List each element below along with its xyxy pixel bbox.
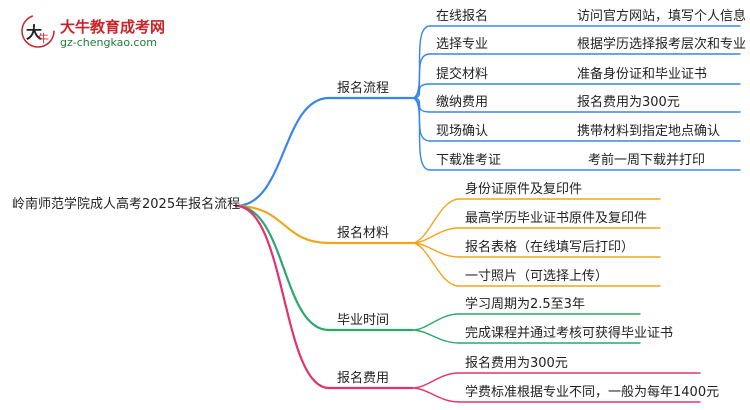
leaf-connector-1-3 bbox=[411, 242, 460, 287]
leaf-note-0-5: 考前一周下载并打印 bbox=[588, 153, 706, 168]
leaf-label-0-4: 现场确认 bbox=[436, 124, 489, 139]
leaf-label-3-0: 报名费用为300元 bbox=[465, 356, 568, 371]
branch-connector-3 bbox=[234, 204, 331, 390]
leaf-connector-0-1 bbox=[411, 53, 431, 99]
leaf-label-2-0: 学习周期为2.5至3年 bbox=[465, 297, 585, 312]
branch-label-3: 报名费用 bbox=[337, 371, 390, 386]
leaf-label-3-1: 学费标准根据专业不同，一般为每年1400元 bbox=[465, 385, 720, 400]
branch-connector-1 bbox=[234, 204, 331, 245]
leaf-label-1-3: 一寸照片（可选择上传） bbox=[465, 269, 609, 284]
leaf-note-0-4: 携带材料到指定地点确认 bbox=[577, 124, 721, 139]
leaf-connector-2-1 bbox=[411, 329, 460, 344]
leaf-connector-0-4 bbox=[411, 97, 431, 142]
leaf-label-2-1: 完成课程并通过考核可获得毕业证书 bbox=[465, 326, 674, 341]
branch-label-2: 毕业时间 bbox=[337, 313, 390, 328]
leaf-label-1-0: 身份证原件及复印件 bbox=[465, 182, 583, 197]
svg-text:牛: 牛 bbox=[38, 31, 49, 45]
leaf-label-1-2: 报名表格（在线填写后打印） bbox=[465, 240, 635, 255]
site-logo: 大 牛 大牛教育成考网 gz-chengkao.com bbox=[20, 12, 240, 54]
branch-connector-0 bbox=[234, 96, 331, 208]
svg-text:大: 大 bbox=[26, 23, 42, 42]
leaf-connector-0-5 bbox=[411, 97, 431, 171]
root-node: 岭南师范学院成人高考2025年报名流程 bbox=[12, 197, 241, 212]
branch-label-0: 报名流程 bbox=[337, 81, 390, 96]
leaf-connector-2-0 bbox=[411, 313, 460, 331]
leaf-connector-3-1 bbox=[411, 387, 460, 403]
leaf-note-0-2: 准备身份证和毕业证书 bbox=[577, 67, 708, 82]
leaf-connector-1-0 bbox=[411, 198, 460, 244]
leaf-label-0-2: 提交材料 bbox=[436, 67, 489, 82]
leaf-connector-1-1 bbox=[411, 227, 460, 244]
leaf-connector-3-0 bbox=[411, 372, 460, 389]
leaf-connector-0-3 bbox=[411, 97, 431, 113]
leaf-label-0-0: 在线报名 bbox=[436, 9, 489, 24]
branch-label-1: 报名材料 bbox=[337, 226, 390, 241]
leaf-label-0-1: 选择专业 bbox=[436, 37, 489, 52]
leaf-note-0-3: 报名费用为300元 bbox=[577, 95, 680, 110]
leaf-note-0-0: 访问官方网站，填写个人信息 bbox=[577, 9, 747, 24]
logo-url: gz-chengkao.com bbox=[60, 36, 157, 49]
leaf-label-1-1: 最高学历毕业证书原件及复印件 bbox=[465, 211, 648, 226]
leaf-label-0-5: 下载准考证 bbox=[436, 153, 502, 168]
leaf-connector-0-0 bbox=[411, 25, 431, 99]
leaf-label-0-3: 缴纳费用 bbox=[436, 95, 489, 110]
logo-mark-icon: 大 牛 bbox=[21, 14, 55, 48]
branch-connector-2 bbox=[234, 204, 331, 332]
leaf-note-0-1: 根据学历选择报考层次和专业 bbox=[577, 37, 747, 52]
logo-title: 大牛教育成考网 bbox=[60, 18, 166, 36]
leaf-connector-0-2 bbox=[411, 83, 431, 99]
